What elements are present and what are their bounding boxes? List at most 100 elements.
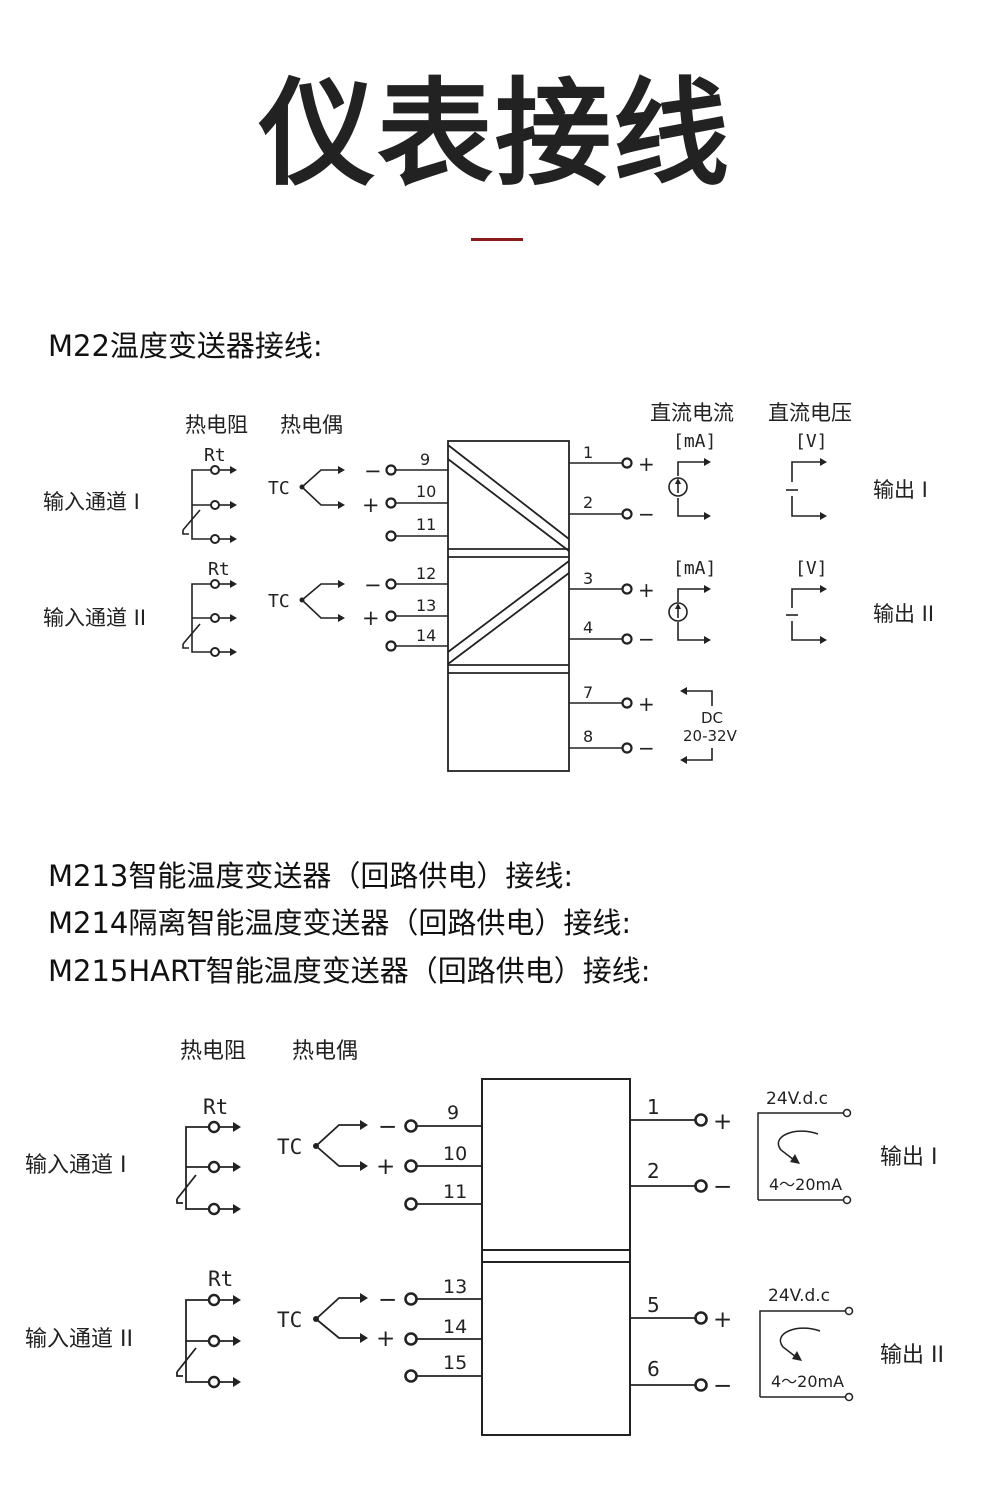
current-output-2: [mA] <box>668 558 716 644</box>
section2-heading-m213: M213智能温度变送器（回路供电）接线: <box>48 859 574 893</box>
tc3-plus-sign: + <box>376 1154 395 1180</box>
loop-label-1: 4～20mA <box>769 1175 842 1194</box>
input-channel-1-label-2: 输入通道 I <box>25 1153 126 1178</box>
input-channel-2-label: 输入通道 II <box>43 606 146 630</box>
m213-wiring-diagram: 热电阻 热电偶 输入通道 I 输入通道 II 输出 I 输出 II Rt Rt … <box>25 1039 944 1436</box>
terminal2-13: 13 <box>443 1276 467 1298</box>
m22-module-body <box>447 440 570 772</box>
header-rtd-2: 热电阻 <box>180 1039 246 1064</box>
terminal2-9: 9 <box>447 1102 459 1124</box>
page-title: 仪表接线 <box>259 67 731 202</box>
section2-heading-m215: M215HART智能温度变送器（回路供电）接线: <box>48 954 651 988</box>
thermocouple-2: TC − + <box>268 573 382 630</box>
terminal-14: 14 <box>416 626 436 645</box>
terminal2-5: 5 <box>647 1293 660 1317</box>
thermocouple-1: TC − + <box>268 459 382 517</box>
out3-plus-sign: + <box>713 1109 732 1135</box>
terminal2-15: 15 <box>443 1352 467 1374</box>
rt-label-2: Rt <box>208 559 230 580</box>
supply-label-1: 24V.d.c <box>766 1089 828 1109</box>
terminal2-14: 14 <box>443 1316 467 1338</box>
section2-heading-m214: M214隔离智能温度变送器（回路供电）接线: <box>48 906 632 940</box>
terminal-12: 12 <box>416 564 436 583</box>
tc-label-3: TC <box>277 1135 302 1159</box>
left-terminals-2: 9 10 11 13 14 15 <box>404 1102 482 1383</box>
out3-minus-sign: − <box>713 1174 732 1200</box>
out4-minus-sign: − <box>713 1373 732 1399</box>
right-terminals: 1 2 3 4 7 8 + − + − + − <box>569 443 655 760</box>
output-channel-2-label-2: 输出 II <box>880 1343 944 1368</box>
unit-v-2: [V] <box>795 558 828 579</box>
header-current: 直流电流 <box>650 401 734 425</box>
terminal-1: 1 <box>583 443 593 462</box>
left-terminals: 9 10 11 12 13 14 <box>385 450 448 652</box>
out4-plus-sign: + <box>713 1307 732 1333</box>
tc3-minus-sign: − <box>378 1114 397 1140</box>
power-plus-sign: + <box>638 692 655 716</box>
out1-minus-sign: − <box>638 502 655 526</box>
thermocouple-3: TC − + <box>277 1114 397 1180</box>
loop-supply-1: 24V.d.c 4～20mA <box>757 1089 852 1205</box>
tc4-plus-sign: + <box>376 1326 395 1352</box>
thermocouple-4: TC − + <box>277 1287 397 1352</box>
tc4-minus-sign: − <box>378 1287 397 1313</box>
loop-label-2: 4～20mA <box>771 1372 844 1391</box>
terminal-9: 9 <box>420 450 430 469</box>
tc-label-1: TC <box>268 478 290 499</box>
tc1-plus-sign: + <box>362 493 380 517</box>
rt-label-3: Rt <box>203 1095 228 1119</box>
tc1-minus-sign: − <box>364 459 382 483</box>
rtd-sensor-3: Rt <box>176 1095 241 1216</box>
terminal2-10: 10 <box>443 1143 467 1165</box>
terminal-13: 13 <box>416 596 436 615</box>
terminal-3: 3 <box>583 569 593 588</box>
tc-label-4: TC <box>277 1308 302 1332</box>
terminal-7: 7 <box>583 683 593 702</box>
rt-label-1: Rt <box>204 445 226 466</box>
terminal2-11: 11 <box>443 1181 467 1203</box>
supply-label-2: 24V.d.c <box>768 1286 830 1306</box>
header-tc: 热电偶 <box>280 413 343 437</box>
out1-plus-sign: + <box>638 452 655 476</box>
unit-ma-2: [mA] <box>673 558 716 579</box>
current-output-1: [mA] <box>668 431 716 520</box>
rtd-sensor-2: Rt <box>182 559 237 657</box>
voltage-output-2: [V] <box>786 558 828 644</box>
output-channel-1-label-2: 输出 I <box>880 1145 937 1170</box>
out2-minus-sign: − <box>638 627 655 651</box>
header-voltage: 直流电压 <box>768 401 852 425</box>
tc2-minus-sign: − <box>364 573 382 597</box>
output-channel-1-label: 输出 I <box>873 478 928 502</box>
m22-wiring-diagram: 热电阻 热电偶 直流电流 直流电压 输入通道 I 输入通道 II 输出 I 输出… <box>43 401 934 772</box>
unit-ma-1: [mA] <box>673 431 716 452</box>
terminal-2: 2 <box>583 493 593 512</box>
power-range-label: 20-32V <box>683 727 738 745</box>
terminal2-2: 2 <box>647 1159 660 1183</box>
dc-power-supply: DC 20-32V <box>680 687 738 764</box>
m213-module-body <box>481 1078 631 1436</box>
terminal-4: 4 <box>583 618 593 637</box>
title-divider <box>471 238 523 241</box>
header-rtd: 热电阻 <box>185 413 248 437</box>
voltage-output-1: [V] <box>786 431 828 520</box>
power-minus-sign: − <box>638 736 655 760</box>
out2-plus-sign: + <box>638 578 655 602</box>
terminal2-6: 6 <box>647 1357 660 1381</box>
unit-v-1: [V] <box>795 431 828 452</box>
header-tc-2: 热电偶 <box>292 1039 358 1064</box>
input-channel-1-label: 输入通道 I <box>43 490 140 514</box>
output-channel-2-label: 输出 II <box>873 602 934 626</box>
rtd-sensor-4: Rt <box>176 1267 241 1389</box>
tc2-plus-sign: + <box>362 606 380 630</box>
section1-heading: M22温度变送器接线: <box>48 329 323 363</box>
rtd-sensor-1: Rt <box>182 445 237 544</box>
tc-label-2: TC <box>268 591 290 612</box>
right-terminals-2: 1 2 5 6 + − + − <box>630 1095 732 1399</box>
terminal2-1: 1 <box>647 1095 660 1119</box>
power-dc-label: DC <box>701 709 723 727</box>
input-channel-2-label-2: 输入通道 II <box>25 1327 133 1352</box>
terminal-11: 11 <box>416 515 436 534</box>
terminal-8: 8 <box>583 727 593 746</box>
loop-supply-2: 24V.d.c 4～20mA <box>759 1286 854 1402</box>
rt-label-4: Rt <box>208 1267 233 1291</box>
